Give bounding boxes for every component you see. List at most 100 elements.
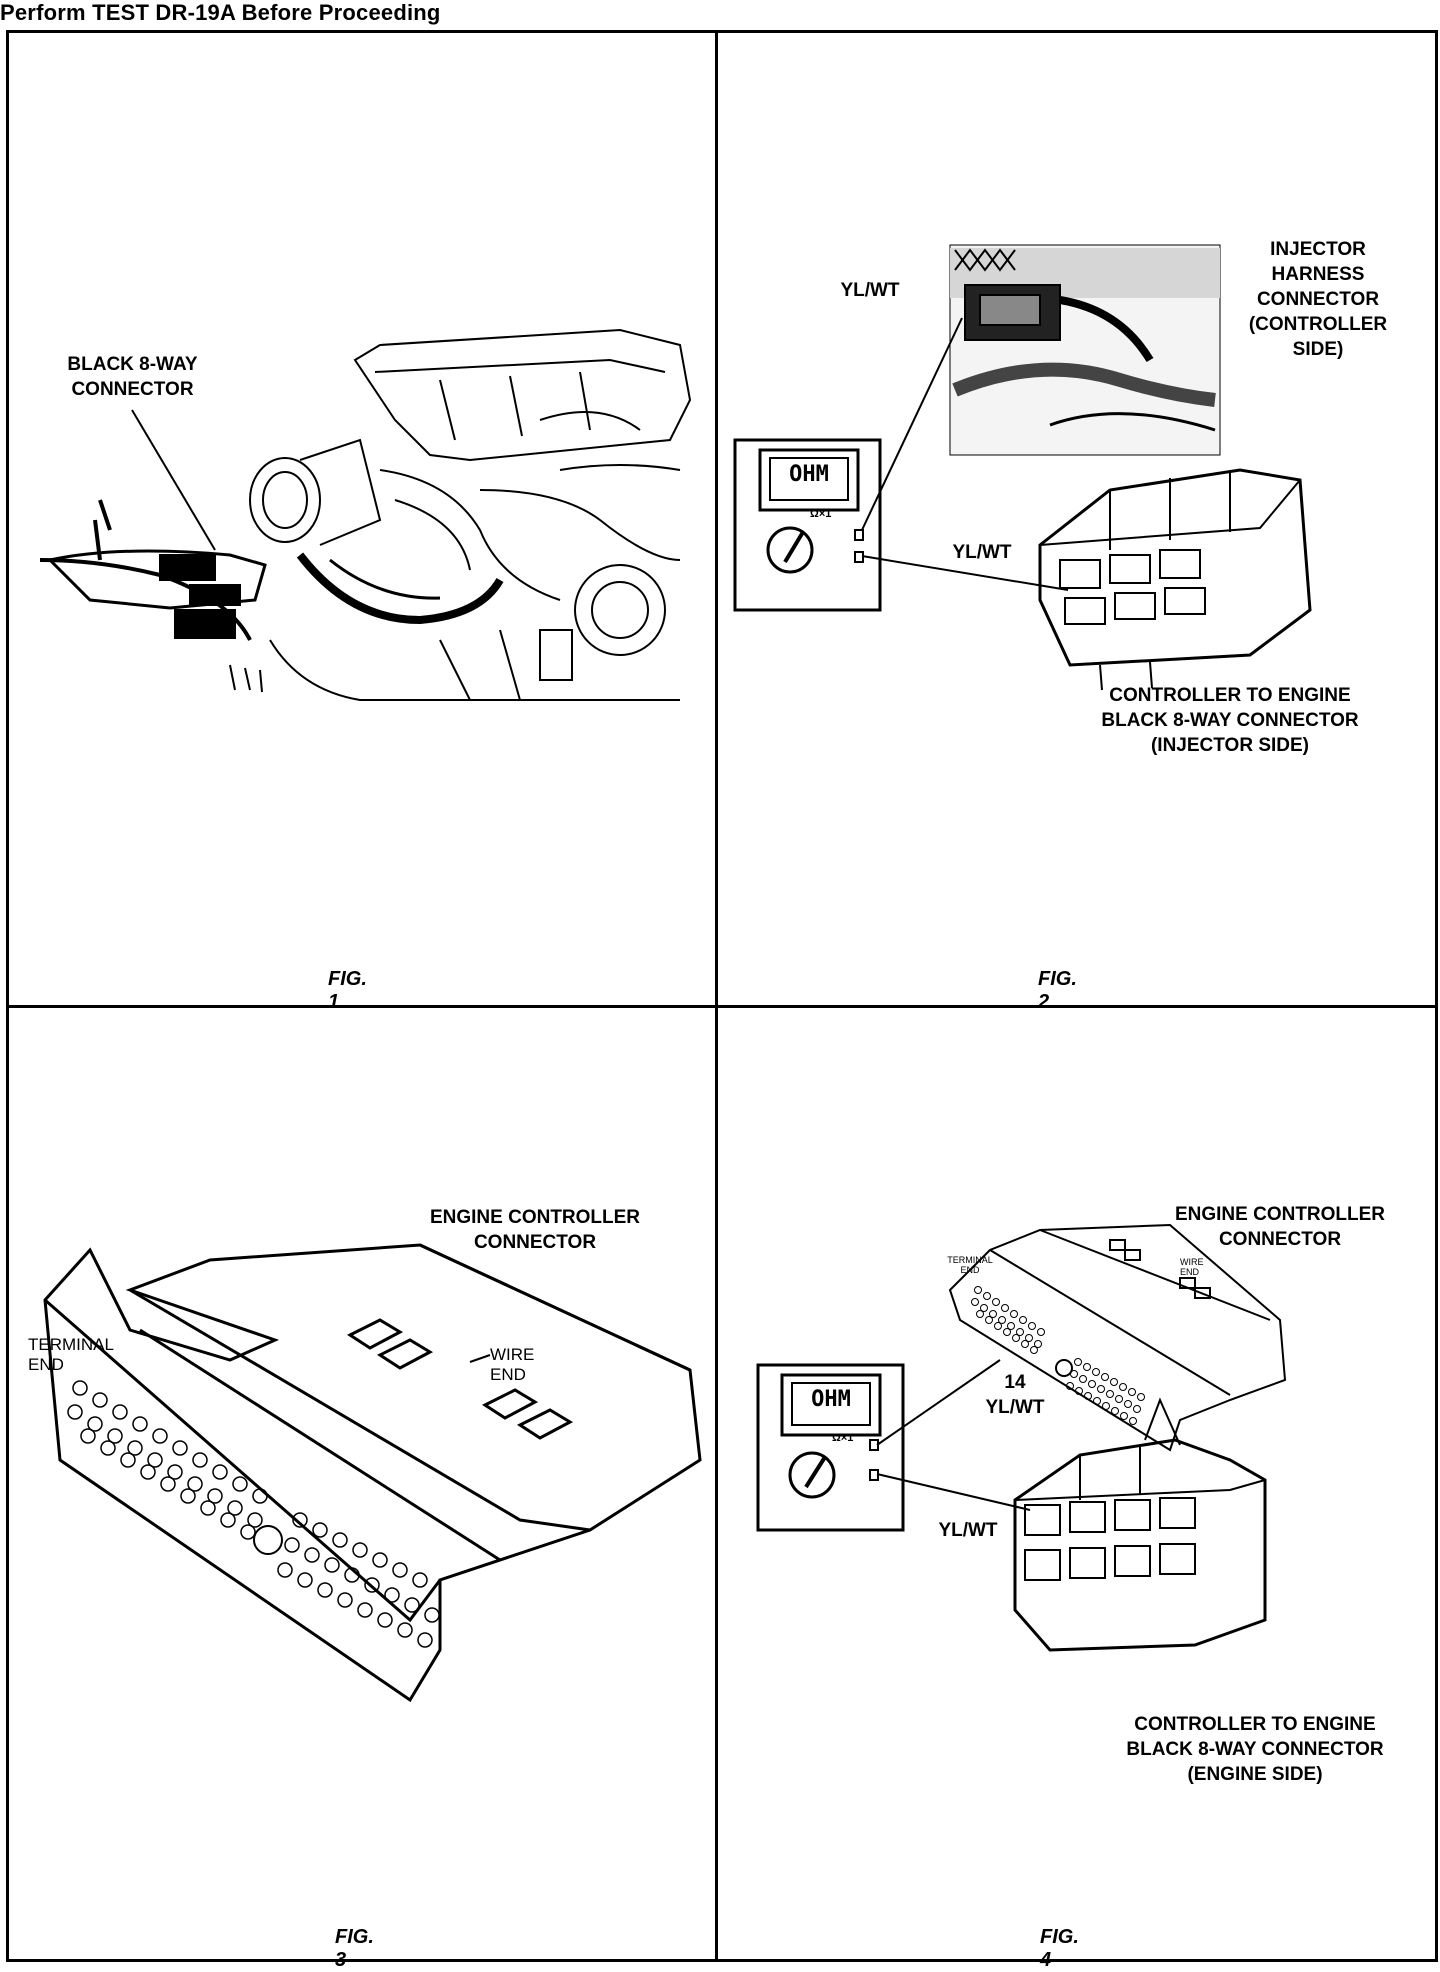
fig4-terminal-pin <box>983 1292 991 1300</box>
fig4-meter-display: OHM <box>811 1387 851 1412</box>
fig3-terminal-pin <box>72 1380 88 1396</box>
fig2-meter-range: Ω×1 <box>810 508 832 520</box>
fig3-terminal-pin <box>284 1537 300 1553</box>
vertical-divider <box>715 30 718 1962</box>
fig3-terminal-pin <box>312 1522 328 1538</box>
fig3-terminal-pin <box>352 1542 368 1558</box>
fig3-terminal-pin <box>180 1488 196 1504</box>
fig4-terminal-pin <box>1074 1358 1082 1366</box>
figure-frame <box>6 30 1438 1962</box>
fig4-terminal-pin <box>989 1310 997 1318</box>
fig3-terminal-pin <box>147 1452 163 1468</box>
fig3-terminal-pin <box>357 1602 373 1618</box>
fig4-terminal-pin <box>1003 1328 1011 1336</box>
fig3-terminal-pin <box>277 1562 293 1578</box>
fig3-terminal-pin <box>252 1488 268 1504</box>
fig2-caption: FIG. 2 <box>1038 968 1077 1013</box>
fig3-terminal-pin <box>364 1577 380 1593</box>
fig3-terminal-pin <box>297 1572 313 1588</box>
fig4-terminal-pin <box>1070 1370 1078 1378</box>
fig4-terminal-pin <box>980 1304 988 1312</box>
fig4-terminal-pin <box>1088 1380 1096 1388</box>
fig3-terminal-pin <box>372 1552 388 1568</box>
fig4-terminal-pin <box>1129 1417 1137 1425</box>
fig3-caption: FIG. 3 <box>335 1926 374 1971</box>
fig3-terminal-pin <box>212 1464 228 1480</box>
fig3-terminal-pin <box>240 1524 256 1540</box>
fig3-terminal-pin <box>112 1404 128 1420</box>
fig1-label-black-8-way: BLACK 8-WAY CONNECTOR <box>67 354 198 400</box>
fig3-terminal-pin <box>227 1500 243 1516</box>
fig4-terminal-pin <box>1028 1322 1036 1330</box>
fig4-terminal-pin <box>1097 1385 1105 1393</box>
fig4-terminal-end: TERMINAL END <box>947 1255 993 1275</box>
fig4-wire-label-top: YL/WT <box>985 1397 1045 1418</box>
fig4-terminal-pin <box>1133 1405 1141 1413</box>
fig4-terminal-pin <box>1115 1395 1123 1403</box>
fig4-wire-label-bottom: YL/WT <box>938 1520 998 1541</box>
fig4-terminal-pin <box>1106 1390 1114 1398</box>
fig4-terminal-pin <box>992 1298 1000 1306</box>
fig3-terminal-pin <box>120 1452 136 1468</box>
fig3-terminal-pin <box>80 1428 96 1444</box>
fig3-terminal-pin <box>127 1440 143 1456</box>
fig2-wire-label-top: YL/WT <box>840 280 900 301</box>
fig4-terminal-pin <box>1010 1310 1018 1318</box>
fig3-terminal-pin <box>304 1547 320 1563</box>
fig2-meter-display: OHM <box>789 462 829 487</box>
fig3-terminal-pin <box>107 1428 123 1444</box>
fig4-terminal-pin <box>1084 1392 1092 1400</box>
fig4-terminal-pin <box>994 1322 1002 1330</box>
fig4-terminal-pin <box>1111 1407 1119 1415</box>
fig4-terminal-pin <box>1037 1328 1045 1336</box>
fig3-terminal-pin <box>344 1567 360 1583</box>
fig4-terminal-pin <box>1079 1375 1087 1383</box>
fig3-terminal-pin <box>412 1572 428 1588</box>
fig4-pin-number: 14 <box>1004 1372 1026 1393</box>
fig4-terminal-pin <box>1101 1373 1109 1381</box>
fig3-terminal-pin <box>292 1512 308 1528</box>
fig4-terminal-pin <box>1119 1383 1127 1391</box>
page-header: Perform TEST DR-19A Before Proceeding <box>0 0 441 25</box>
fig3-terminal-pin <box>87 1416 103 1432</box>
fig3-terminal-pin <box>207 1488 223 1504</box>
fig4-terminal-pin <box>985 1316 993 1324</box>
fig4-wire-end: WIRE END <box>1180 1257 1204 1277</box>
fig4-terminal-pin <box>1124 1400 1132 1408</box>
fig3-terminal-pin <box>317 1582 333 1598</box>
fig4-terminal-pin <box>1016 1328 1024 1336</box>
fig3-terminal-pin <box>167 1464 183 1480</box>
fig4-terminal-pin <box>1128 1388 1136 1396</box>
fig1-caption: FIG. 1 <box>328 968 367 1013</box>
fig4-terminal-pin <box>1001 1304 1009 1312</box>
fig4-terminal-pin <box>1120 1412 1128 1420</box>
fig3-terminal-pin <box>92 1392 108 1408</box>
fig4-terminal-pin <box>1025 1334 1033 1342</box>
fig3-terminal-pin <box>187 1476 203 1492</box>
fig4-terminal-pin <box>1012 1334 1020 1342</box>
fig3-terminal-pin <box>160 1476 176 1492</box>
fig4-title: ENGINE CONTROLLER CONNECTOR <box>1174 1204 1386 1250</box>
fig3-terminal-pin <box>324 1557 340 1573</box>
fig4-meter-range: Ω×1 <box>832 1432 854 1444</box>
fig4-terminal-pin <box>976 1310 984 1318</box>
fig4-terminal-pin <box>1102 1402 1110 1410</box>
horizontal-divider <box>6 1005 1438 1008</box>
fig4-terminal-pin <box>1092 1368 1100 1376</box>
fig4-terminal-pin <box>1021 1340 1029 1348</box>
fig3-terminal-pin <box>404 1597 420 1613</box>
fig3-terminal-pin <box>392 1562 408 1578</box>
fig4-terminal-pin <box>1093 1397 1101 1405</box>
fig4-terminal-pin <box>1075 1387 1083 1395</box>
fig3-terminal-pin <box>232 1476 248 1492</box>
fig4-terminal-pin <box>971 1298 979 1306</box>
fig2-controller-connector-label: CONTROLLER TO ENGINE BLACK 8-WAY CONNECT… <box>1101 685 1359 756</box>
fig3-terminal-pin <box>377 1612 393 1628</box>
fig3-terminal-pin <box>172 1440 188 1456</box>
fig3-terminal-pin <box>152 1428 168 1444</box>
fig3-terminal-pin <box>384 1587 400 1603</box>
